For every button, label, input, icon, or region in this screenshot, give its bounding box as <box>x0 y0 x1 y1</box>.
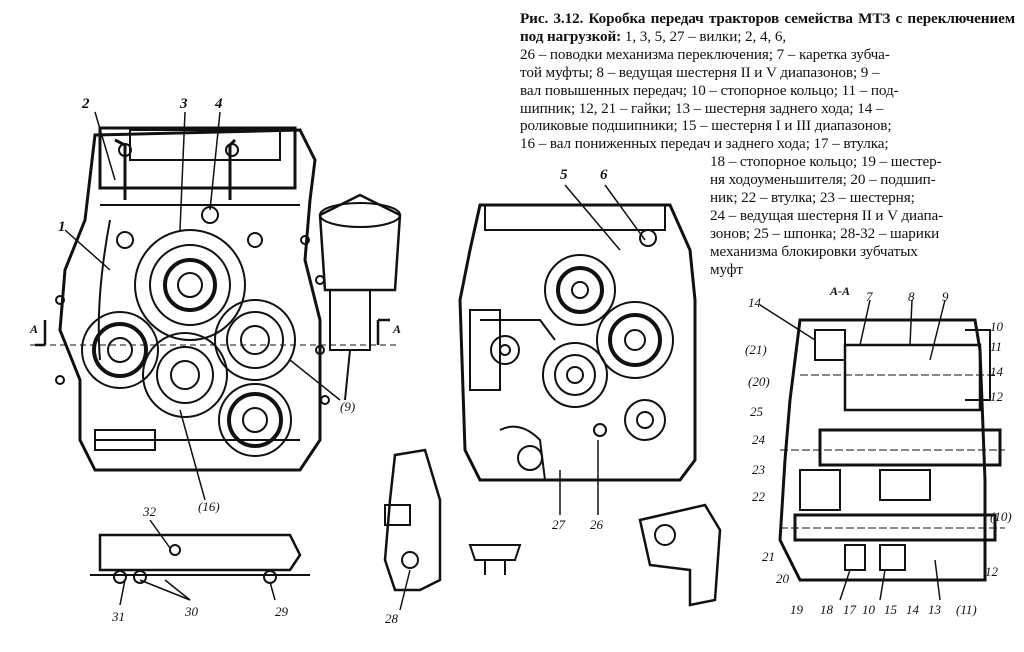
callout-28: 28 <box>385 611 398 626</box>
caption-line: 1, 3, 5, 27 – вилки; 2, 4, 6, <box>621 27 787 45</box>
middle-housing-view <box>458 184 722 607</box>
callout-26: 26 <box>590 517 603 532</box>
callout-8: 8 <box>908 289 915 304</box>
callout-6: 6 <box>600 167 608 183</box>
caption-line: 18 – стопорное кольцо; 19 – шестер- <box>710 153 942 171</box>
blocking-mechanism-view <box>90 448 442 611</box>
caption-line: 26 – поводки механизма переключения; 7 –… <box>520 45 890 63</box>
callout-21-paren: (21) <box>745 342 767 357</box>
callout-17: 17 <box>843 602 856 617</box>
caption-line: 24 – ведущая шестерня II и V диапа- <box>710 206 944 224</box>
callout-23: 23 <box>752 462 765 477</box>
callout-4: 4 <box>215 96 223 112</box>
callout-31: 31 <box>112 609 125 624</box>
callout-11: 11 <box>990 339 1003 354</box>
figure-caption: Рис. 3.12. Коробка передач тракторов сем… <box>520 10 1015 279</box>
callout-7: 7 <box>866 289 873 304</box>
caption-line: той муфты; 8 – ведущая шестерня II и V д… <box>520 63 880 81</box>
caption-line: зонов; 25 – шпонка; 28-32 – шарики <box>710 224 940 242</box>
callout-13: 13 <box>928 602 941 617</box>
callout-12-top: 12 <box>990 389 1003 404</box>
caption-line: механизма блокировки зубчатых <box>710 242 918 260</box>
caption-title: Рис. 3.12. Коробка передач тракторов сем… <box>520 10 1015 45</box>
callout-29: 29 <box>275 604 288 619</box>
callout-9-left: (9) <box>340 399 356 414</box>
callout-20: 20 <box>776 571 789 586</box>
caption-line: 16 – вал пониженных передач и заднего хо… <box>520 135 889 153</box>
callout-14: 14 <box>748 295 761 310</box>
left-housing-view <box>30 111 402 501</box>
section-mark-a-left: A <box>30 322 39 336</box>
caption-line: роликовые подшипники; 15 – шестерня I и … <box>520 117 892 135</box>
callout-5: 5 <box>560 167 568 183</box>
callout-21: 21 <box>762 549 775 564</box>
callout-2: 2 <box>82 96 90 112</box>
callout-12: 12 <box>985 564 998 579</box>
callout-25: 25 <box>750 404 763 419</box>
callout-10-bottom: 10 <box>862 602 875 617</box>
callout-10: 10 <box>990 319 1003 334</box>
callout-20-paren: (20) <box>748 374 770 389</box>
callout-3: 3 <box>180 96 188 112</box>
section-mark-a-right: A <box>393 322 402 336</box>
caption-line: муфт <box>710 260 743 278</box>
callout-9: 9 <box>942 289 949 304</box>
section-title-aa: A-A <box>830 284 851 298</box>
callout-14-bottom: 14 <box>906 602 919 617</box>
callout-30: 30 <box>185 604 198 619</box>
caption-line: вал повышенных передач; 10 – стопорное к… <box>520 81 899 99</box>
caption-line: шипник; 12, 21 – гайки; 13 – шестерня за… <box>520 99 884 117</box>
callout-10-paren: (10) <box>990 509 1012 524</box>
callout-24: 24 <box>752 432 765 447</box>
callout-22: 22 <box>752 489 765 504</box>
callout-14-right: 14 <box>990 364 1003 379</box>
callout-27: 27 <box>552 517 565 532</box>
callout-16: (16) <box>198 499 220 514</box>
section-aa-view <box>759 299 1005 601</box>
callout-32: 32 <box>143 504 156 519</box>
callout-15: 15 <box>884 602 897 617</box>
caption-line: ня ходоуменьшителя; 20 – подшип- <box>710 171 936 189</box>
callout-11-paren: (11) <box>956 602 977 617</box>
caption-line: ник; 22 – втулка; 23 – шестерня; <box>710 189 915 207</box>
callout-18: 18 <box>820 602 833 617</box>
callout-19: 19 <box>790 602 803 617</box>
callout-1: 1 <box>58 219 66 235</box>
